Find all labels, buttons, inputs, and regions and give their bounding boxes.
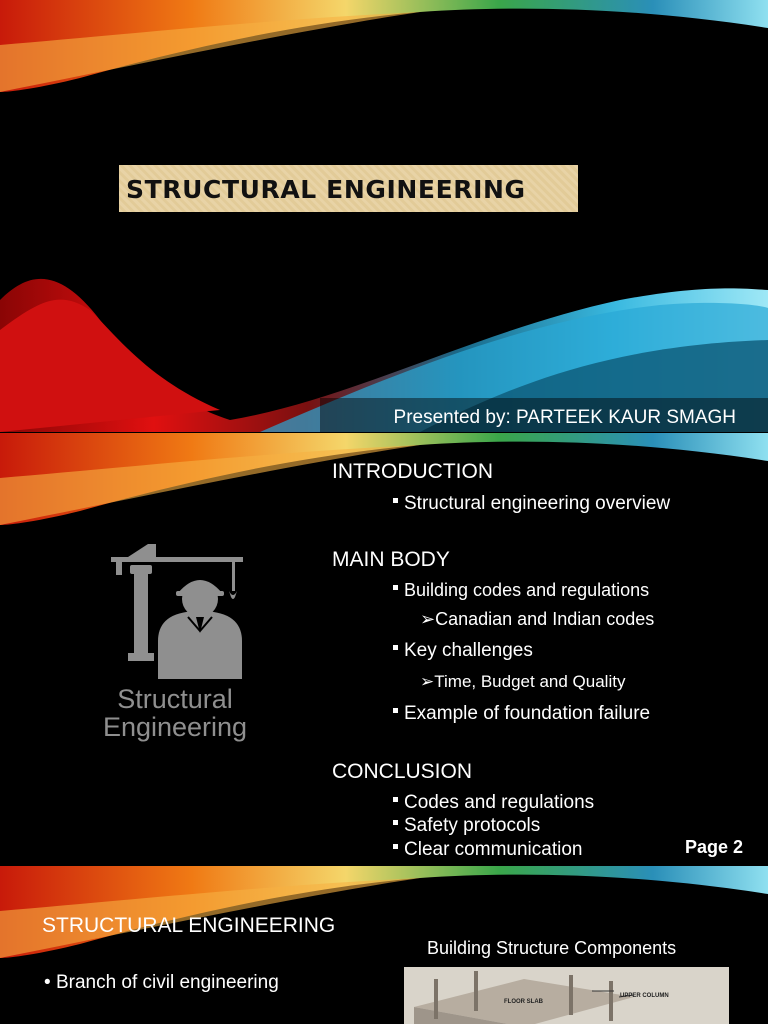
wave-background [0,0,768,432]
agenda-slide: Structural Engineering INTRODUCTION Stru… [0,433,768,865]
slide-title: STRUCTURAL ENGINEERING [126,175,526,204]
square-bullet-icon [393,498,398,503]
title-box: STRUCTURAL ENGINEERING [119,165,578,212]
title-slide: STRUCTURAL ENGINEERING Presented by: PAR… [0,0,768,432]
arrow-bullet-icon: ➢ [420,609,436,629]
image-label-floor-slab: FLOOR SLAB [504,999,544,1005]
wave-background [0,433,768,525]
arrow-bullet-icon: ➢ [420,672,435,691]
section-heading-conclusion: CONCLUSION [332,760,473,783]
logo-text-line2: Engineering [102,712,248,742]
bullet-item: Building codes and regulations [393,580,649,601]
page-number: Page 2 [684,837,743,857]
bullet-item: Safety protocols [393,815,540,837]
content-slide: STRUCTURAL ENGINEERING Building Structur… [0,866,768,1024]
bullet-item: • Branch of civil engineering [44,972,279,993]
slide-heading: STRUCTURAL ENGINEERING [42,914,336,937]
crane-engineer-logo-icon [111,544,243,679]
building-structure-image: FLOOR SLAB UPPER COLUMN [404,967,729,1024]
square-bullet-icon [393,797,398,802]
section-heading-main-body: MAIN BODY [332,548,450,571]
sub-bullet-item: ➢Time, Budget and Quality [420,672,626,691]
image-label-upper-column: UPPER COLUMN [620,993,669,999]
square-bullet-icon [393,820,398,825]
square-bullet-icon [393,645,398,650]
building-frame-illustration: FLOOR SLAB UPPER COLUMN [404,967,729,1024]
bullet-item: Clear communication [393,839,582,861]
square-bullet-icon [393,708,398,713]
image-caption: Building Structure Components [427,938,677,958]
bullet-item: Key challenges [393,640,533,662]
bullet-item: Example of foundation failure [393,703,650,725]
bullet-item: Structural engineering overview [393,493,670,515]
presenter-name: Presented by: PARTEEK KAUR SMAGH [393,407,736,428]
square-bullet-icon [393,585,398,590]
section-heading-introduction: INTRODUCTION [332,460,493,483]
wave-background [0,866,768,958]
square-bullet-icon [393,844,398,849]
sub-bullet-item: ➢Canadian and Indian codes [420,609,655,629]
logo-text-line1: Structural [117,684,233,714]
bullet-item: Codes and regulations [393,792,594,814]
